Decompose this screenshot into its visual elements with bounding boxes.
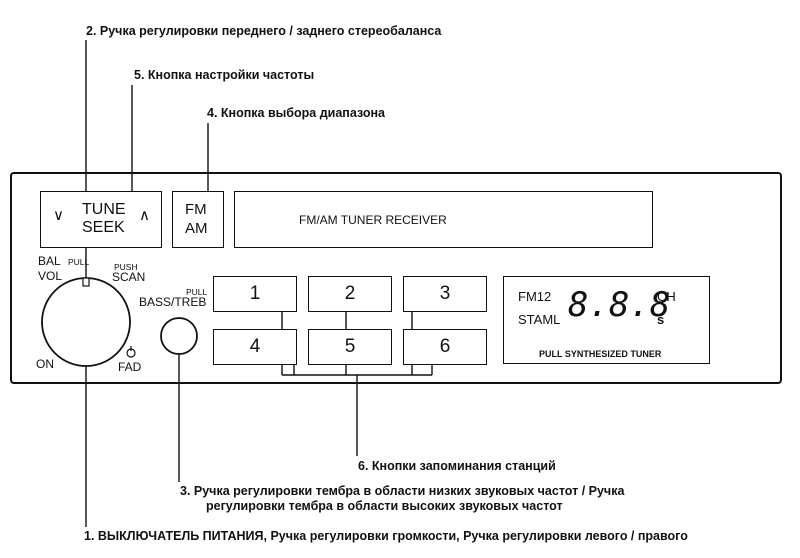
- push-label: PUSH: [114, 262, 138, 272]
- band-button[interactable]: FM AM: [172, 191, 224, 248]
- knob-pull-tab: [82, 277, 90, 287]
- preset-button-1[interactable]: 1: [213, 276, 297, 312]
- preset-button-3[interactable]: 3: [403, 276, 487, 312]
- preset-button-6[interactable]: 6: [403, 329, 487, 365]
- fad-label: FAD: [118, 360, 142, 374]
- callout-2: 2. Ручка регулировки переднего / заднего…: [86, 24, 442, 38]
- band-am-label: AM: [185, 220, 208, 237]
- chevron-down-icon: ∨: [53, 207, 64, 224]
- scan-label: SCAN: [112, 270, 146, 284]
- pull-label-bass: PULL: [186, 287, 208, 297]
- chevron-up-icon: ∧: [139, 207, 150, 224]
- bass-treb-label: BASS/TREB: [139, 295, 207, 309]
- bal-label: BAL: [38, 254, 61, 268]
- callout-4: 4. Кнопка выбора диапазона: [207, 106, 385, 120]
- lcd-display: FM12 STAML 8.8.8 CH s PULL SYNTHESIZED T…: [503, 276, 710, 364]
- pull-label-vol: PULL: [68, 257, 90, 267]
- lcd-fm12: FM12: [518, 289, 552, 304]
- volume-knob: [41, 277, 131, 367]
- lcd-caption: PULL SYNTHESIZED TUNER: [539, 349, 662, 359]
- callout-3-line2: регулировки тембра в области высоких зву…: [206, 499, 563, 513]
- callout-5: 5. Кнопка настройки частоты: [134, 68, 315, 82]
- radio-faceplate: [10, 172, 782, 384]
- power-indicator-icon: [126, 346, 136, 358]
- band-fm-label: FM: [185, 201, 207, 218]
- callout-6: 6. Кнопки запоминания станций: [358, 459, 556, 473]
- lcd-ch: CH: [657, 289, 676, 304]
- preset-button-4[interactable]: 4: [213, 329, 297, 365]
- bass-treb-knob: [160, 317, 198, 355]
- lcd-s: s: [657, 312, 665, 327]
- lcd-staml: STAML: [518, 312, 561, 327]
- vol-label: VOL: [38, 269, 63, 283]
- display-title: FM/AM TUNER RECEIVER: [299, 213, 447, 227]
- callout-3-line1: 3. Ручка регулировки тембра в области ни…: [180, 484, 625, 498]
- seek-label: SEEK: [82, 219, 125, 236]
- tune-label: TUNE: [82, 201, 126, 218]
- tuner-display-panel: FM/AM TUNER RECEIVER: [234, 191, 653, 248]
- on-label: ON: [36, 357, 54, 371]
- tune-seek-button[interactable]: ∨ ∧ TUNE SEEK: [40, 191, 162, 248]
- preset-button-2[interactable]: 2: [308, 276, 392, 312]
- callout-1: 1. ВЫКЛЮЧАТЕЛЬ ПИТАНИЯ, Ручка регулировк…: [84, 529, 688, 543]
- lcd-frequency-digits: 8.8.8: [568, 285, 671, 325]
- preset-button-5[interactable]: 5: [308, 329, 392, 365]
